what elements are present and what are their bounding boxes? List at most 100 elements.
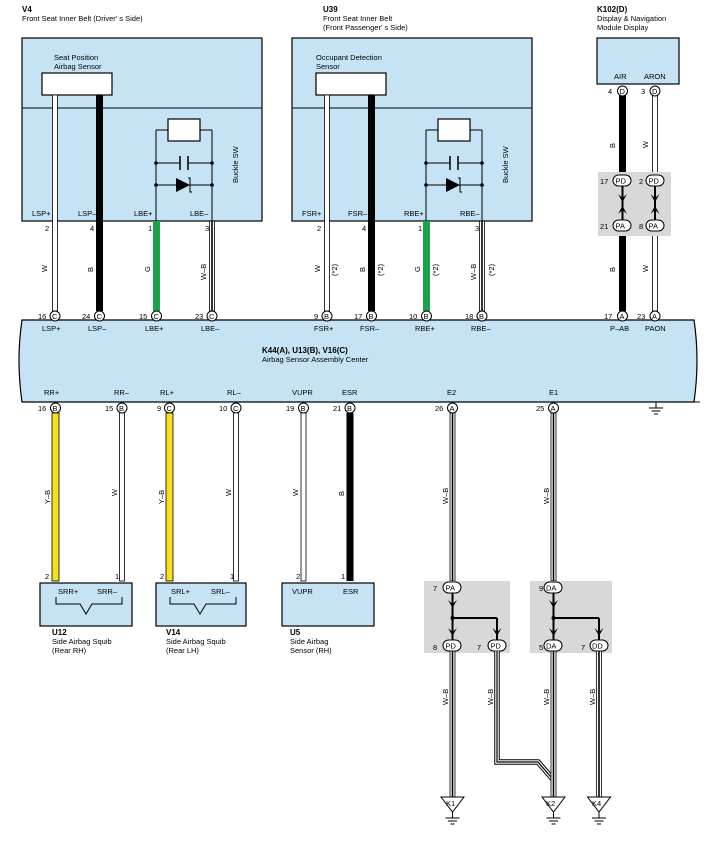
v14-pin-num-pos: 2: [160, 572, 164, 581]
v14-pin-srl-pos: SRL+: [171, 587, 191, 596]
wire-lsp-neg: 4 B: [86, 95, 103, 311]
cpin-conn: B: [424, 312, 429, 321]
u39-pin-fsr-pos: FSR+: [302, 209, 322, 218]
u5-code: U5: [290, 628, 301, 637]
note-rbe-neg: (*2): [487, 263, 496, 276]
wire-color-lbe-pos: G: [143, 266, 152, 272]
v14-component: 2 1 SRL+ SRL– V14 Side Airbag Squib (Rea…: [155, 572, 247, 655]
u39-component: U39 Front Seat Inner Belt (Front Passeng…: [291, 5, 533, 222]
cpin-conn: B: [369, 312, 374, 321]
wire-air: B B: [608, 95, 626, 311]
wire-color-rbe-pos: G: [413, 266, 422, 272]
cpin-name: RR+: [44, 388, 60, 397]
u5-pin-vupr: VUPR: [292, 587, 313, 596]
note-fsr-neg: (*2): [376, 263, 385, 276]
e1-splice: 9 DA 5 DA 7 DD: [530, 581, 612, 653]
cpin-name: LSP+: [42, 324, 61, 333]
cpin-conn: C: [97, 312, 103, 321]
u12-pin-num-pos: 2: [45, 572, 49, 581]
wire-lbe-neg: 3 W–B: [199, 208, 215, 312]
v4-buckle-sw-label: Buckle SW: [231, 145, 240, 183]
u5-name-1: Side Airbag: [290, 637, 328, 646]
u39-pin-fsr-neg: FSR–: [348, 209, 368, 218]
u39-pin-num-fsr-neg: 4: [362, 224, 366, 233]
cpin-conn: B: [347, 404, 352, 413]
u39-pin-num-rbe-pos: 1: [418, 224, 422, 233]
wire-color-lbe-neg: W–B: [199, 264, 208, 280]
k102-pin-air-conn: 4 D: [608, 85, 628, 97]
wire-rl-neg: W: [224, 412, 239, 582]
wire-color-esr: B: [337, 491, 346, 496]
k102-name-2: Module Display: [597, 23, 649, 32]
u39-buckle-sw-resistor: [437, 118, 471, 142]
u12-pin-srr-neg: SRR–: [97, 587, 118, 596]
k102-pin-aron-conn: 3 D: [641, 85, 661, 97]
cpin-conn: C: [167, 404, 173, 413]
u39-name-1: Front Seat Inner Belt: [323, 14, 393, 23]
wire-fsr-neg: 4 B (*2): [358, 95, 385, 311]
cpin-name: P–AB: [610, 324, 629, 333]
cpin-conn: A: [450, 404, 455, 413]
u5-name-2: Sensor (RH): [290, 646, 332, 655]
wire-rbe-neg: 3 W–B (*2): [469, 208, 496, 312]
v4-name: Front Seat Inner Belt (Driver' s Side): [22, 14, 143, 23]
cpin-num: 21: [333, 404, 341, 413]
cpin-conn: C: [52, 312, 58, 321]
wire-color-rbe-neg: W–B: [469, 264, 478, 280]
e2-splice-out-k2-num: 7: [477, 643, 481, 652]
k102-pin-num-aron: 3: [641, 87, 645, 96]
u12-name-1: Side Airbag Squib: [52, 637, 112, 646]
center-ground-icon: [648, 401, 664, 415]
wire-k4: W–B: [588, 650, 602, 798]
u39-sensor-label-2: Sensor: [316, 62, 340, 71]
v4-pin-num-lbe-pos: 1: [148, 224, 152, 233]
cpin-num: 19: [286, 404, 294, 413]
e2-splice-out-k1-conn: PD: [446, 642, 457, 651]
cpin-name: LBE–: [201, 324, 220, 333]
u12-component: 2 1 SRR+ SRR– U12 Side Airbag Squib (Rea…: [39, 572, 133, 655]
k102-component: K102(D) Display & Navigation Module Disp…: [596, 5, 680, 85]
splice-k102-out-aron-num: 8: [639, 222, 643, 231]
wire-color-rl-pos: Y–B: [157, 490, 166, 504]
splice-k102-out-aron-conn: PA: [649, 222, 658, 231]
ground-k4-icon: K4: [586, 796, 612, 825]
u12-name-2: (Rear RH): [52, 646, 87, 655]
cpin-conn: B: [119, 404, 124, 413]
cpin-conn: A: [620, 312, 625, 321]
cpin-name: E1: [549, 388, 558, 397]
wire-lbe-pos: 1 G: [143, 208, 160, 311]
cpin-num: 23: [637, 312, 645, 321]
occupant-detection-sensor-box: [315, 72, 387, 96]
cpin-conn: B: [53, 404, 58, 413]
wire-color-pd7: W–B: [486, 689, 495, 705]
wire-rbe-pos: 1 G (*2): [413, 208, 440, 311]
u12-pin-num-neg: 1: [115, 572, 119, 581]
ground-k2-label: K2: [546, 799, 555, 808]
airbag-sensor-center: K44(A), U13(B), V16(C) Airbag Sensor Ass…: [18, 319, 700, 403]
wire-color-lsp-neg: B: [86, 267, 95, 272]
u39-pin-num-fsr-pos: 2: [317, 224, 321, 233]
e2-splice-in-num: 7: [433, 584, 437, 593]
k102-code: K102(D): [597, 5, 628, 14]
cpin-num: 16: [38, 404, 46, 413]
v4-pin-num-lsp-neg: 4: [90, 224, 94, 233]
u5-pin-num-vupr: 2: [296, 572, 300, 581]
wire-color-k4: W–B: [588, 689, 597, 705]
wire-color-vupr: W: [291, 488, 300, 496]
u39-name-2: (Front Passenger' s Side): [323, 23, 408, 32]
cpin-num: 23: [195, 312, 203, 321]
k102-pin-air: AIR: [614, 72, 627, 81]
cpin-conn: A: [652, 312, 657, 321]
cpin-name: ESR: [342, 388, 358, 397]
v14-name-2: (Rear LH): [166, 646, 199, 655]
cpin-name: RL–: [227, 388, 242, 397]
cpin-name: LBE+: [145, 324, 164, 333]
e2-splice-in-conn: PA: [446, 584, 455, 593]
wire-e1: W–B: [542, 412, 557, 582]
